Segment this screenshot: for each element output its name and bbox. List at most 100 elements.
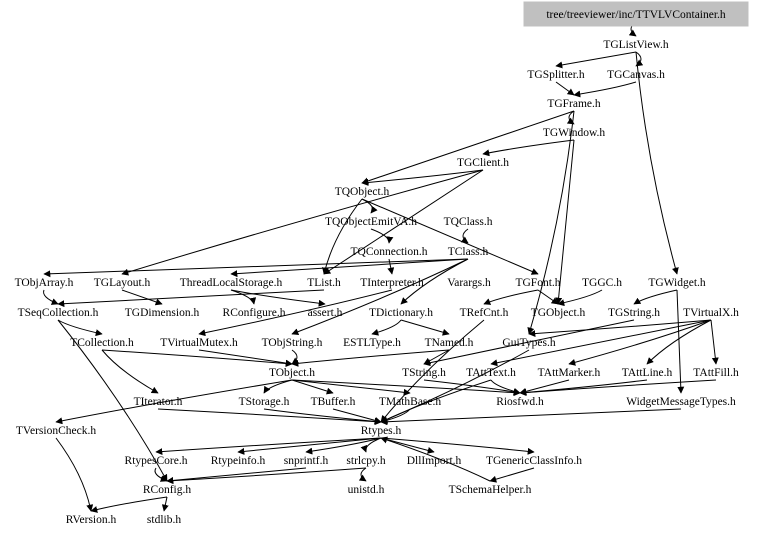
node-tnamed[interactable]: TNamed.h bbox=[425, 337, 474, 349]
edge-tgwidget-to-widgetmessagetypes bbox=[676, 289, 685, 394]
edge-tgclient-to-tqobject bbox=[361, 169, 484, 186]
node-varargs[interactable]: Varargs.h bbox=[447, 277, 491, 289]
node-tgwidget[interactable]: TGWidget.h bbox=[648, 277, 706, 289]
edge-tgframe-to-tqobject bbox=[361, 110, 575, 185]
edge-tgstring-to-tstring bbox=[423, 319, 635, 367]
node-tglistview[interactable]: TGListView.h bbox=[603, 39, 669, 51]
edge-tgfont-to-trefcnt bbox=[483, 289, 539, 305]
node-tqobject[interactable]: TQObject.h bbox=[335, 186, 390, 198]
edge-tschemahelper-to-rtypes bbox=[380, 436, 491, 482]
node-tclass[interactable]: TClass.h bbox=[448, 246, 489, 258]
node-tobjstring[interactable]: TObjString.h bbox=[262, 337, 323, 349]
node-tqconnection[interactable]: TQConnection.h bbox=[351, 246, 428, 258]
edge-tatttext-to-rtypes bbox=[380, 379, 492, 423]
node-tgclient[interactable]: TGClient.h bbox=[457, 157, 509, 169]
edge-strlcpy-to-unistd bbox=[358, 467, 367, 482]
node-tinterpreter[interactable]: TInterpreter.h bbox=[360, 277, 424, 289]
node-unistd[interactable]: unistd.h bbox=[348, 484, 385, 496]
node-tqclass[interactable]: TQClass.h bbox=[444, 216, 493, 228]
edge-tclass-to-tobjstring bbox=[291, 258, 469, 336]
node-root[interactable]: tree/treeviewer/inc/TTVLVContainer.h bbox=[546, 9, 726, 21]
edge-rtypes-to-rtypescore bbox=[155, 437, 382, 456]
node-tgcanvas[interactable]: TGCanvas.h bbox=[607, 69, 665, 81]
node-tobjarray[interactable]: TObjArray.h bbox=[15, 277, 74, 289]
node-tvirtualmutex[interactable]: TVirtualMutex.h bbox=[160, 337, 238, 349]
edge-rtypes-to-snprintf bbox=[305, 437, 382, 455]
edge-tgwindow-to-tgobject bbox=[555, 139, 575, 305]
node-titerator[interactable]: TIterator.h bbox=[134, 396, 183, 408]
node-tattmarker[interactable]: TAttMarker.h bbox=[538, 367, 601, 379]
node-tversioncheck[interactable]: TVersionCheck.h bbox=[16, 425, 96, 437]
node-tobject[interactable]: TObject.h bbox=[269, 367, 315, 379]
node-tggc[interactable]: TGGC.h bbox=[582, 277, 622, 289]
node-strlcpy[interactable]: strlcpy.h bbox=[346, 455, 385, 467]
node-widgetmessagetypes[interactable]: WidgetMessageTypes.h bbox=[626, 396, 736, 408]
edge-tglistview-to-tgwidget bbox=[635, 51, 679, 275]
edge-tnamed-to-tstring bbox=[423, 349, 450, 365]
edge-widgetmessagetypes-to-rtypes bbox=[380, 408, 682, 426]
node-estltype[interactable]: ESTLType.h bbox=[343, 337, 401, 349]
node-rtypescore[interactable]: RtypesCore.h bbox=[125, 455, 188, 467]
node-rtypeinfo[interactable]: Rtypeinfo.h bbox=[211, 455, 266, 467]
node-tgenericclassinfo[interactable]: TGenericClassInfo.h bbox=[486, 455, 582, 467]
edge-rconfig-to-stdlib bbox=[161, 496, 169, 512]
node-tstorage[interactable]: TStorage.h bbox=[239, 396, 290, 408]
node-trefcnt[interactable]: TRefCnt.h bbox=[460, 307, 509, 319]
node-rtypes[interactable]: Rtypes.h bbox=[361, 425, 402, 437]
edge-tvirtualx-to-tattmarker bbox=[568, 319, 712, 366]
node-assert[interactable]: assert.h bbox=[308, 307, 343, 319]
node-snprintf[interactable]: snprintf.h bbox=[284, 455, 329, 467]
node-tatttext[interactable]: TAttText.h bbox=[466, 367, 516, 379]
edge-tgclient-to-tlist bbox=[323, 169, 484, 275]
edge-rtypes-to-strlcpy bbox=[360, 437, 382, 453]
edge-tobjarray-to-tseqcollection bbox=[43, 289, 59, 305]
node-tmathbase[interactable]: TMathBase.h bbox=[379, 396, 442, 408]
edge-tglayout-to-tgdimension bbox=[121, 289, 163, 306]
node-tdictionary[interactable]: TDictionary.h bbox=[369, 307, 433, 319]
node-tgfont[interactable]: TGFont.h bbox=[515, 277, 560, 289]
node-tgobject[interactable]: TGObject.h bbox=[531, 307, 586, 319]
edge-tqobjectemitva-to-tqconnection bbox=[370, 228, 394, 244]
edge-tattline-to-riosfwd bbox=[519, 379, 648, 396]
node-tbuffer[interactable]: TBuffer.h bbox=[311, 396, 356, 408]
node-rconfig[interactable]: RConfig.h bbox=[143, 484, 191, 496]
node-tgwindow[interactable]: TGWindow.h bbox=[543, 127, 606, 139]
node-tvirtualx[interactable]: TVirtualX.h bbox=[683, 307, 739, 319]
edge-titerator-to-rtypes bbox=[157, 408, 382, 426]
edge-tbuffer-to-rtypes bbox=[332, 408, 382, 424]
edge-rtypes-to-tgenericclassinfo bbox=[380, 437, 535, 455]
edge-tdictionary-to-tnamed bbox=[400, 319, 450, 336]
node-tstring[interactable]: TString.h bbox=[402, 367, 446, 379]
edge-tinterpreter-to-tvirtualmutex bbox=[198, 289, 393, 337]
edge-snprintf-to-rconfig bbox=[166, 467, 307, 484]
edge-tversioncheck-to-rversion bbox=[55, 437, 94, 512]
header-nodes: tree/treeviewer/inc/TTVLVContainer.h TGL… bbox=[15, 9, 740, 526]
node-tseqcollection[interactable]: TSeqCollection.h bbox=[18, 307, 99, 319]
dependency-edges bbox=[43, 21, 719, 513]
node-rversion[interactable]: RVersion.h bbox=[66, 514, 117, 526]
edge-tobject-to-tversioncheck bbox=[55, 379, 293, 425]
node-tattline[interactable]: TAttLine.h bbox=[622, 367, 673, 379]
node-tattfill[interactable]: TAttFill.h bbox=[693, 367, 739, 379]
node-tgsplitter[interactable]: TGSplitter.h bbox=[527, 69, 584, 81]
node-tgdimension[interactable]: TGDimension.h bbox=[125, 307, 200, 319]
node-threadlocalstorage[interactable]: ThreadLocalStorage.h bbox=[180, 277, 283, 289]
node-stdlib[interactable]: stdlib.h bbox=[147, 514, 181, 526]
edge-tattfill-to-riosfwd bbox=[519, 379, 717, 397]
node-rconfigure[interactable]: RConfigure.h bbox=[223, 307, 286, 319]
node-tlist[interactable]: TList.h bbox=[307, 277, 341, 289]
node-tgstring[interactable]: TGString.h bbox=[608, 307, 660, 319]
node-dllimport[interactable]: DllImport.h bbox=[407, 455, 462, 467]
node-tcollection[interactable]: TCollection.h bbox=[70, 337, 134, 349]
node-riosfwd[interactable]: Riosfwd.h bbox=[496, 396, 544, 408]
node-tschemahelper[interactable]: TSchemaHelper.h bbox=[449, 484, 532, 496]
edge-tgframe-to-guitypes bbox=[527, 110, 575, 335]
edge-strlcpy-to-rconfig bbox=[166, 467, 367, 485]
node-guitypes[interactable]: GuiTypes.h bbox=[502, 337, 555, 349]
edge-tobject-to-tmathbase bbox=[291, 379, 411, 396]
node-tgframe[interactable]: TGFrame.h bbox=[547, 98, 601, 110]
edge-tgclient-to-tglayout bbox=[121, 169, 484, 276]
node-tqobjectemitva[interactable]: TQObjectEmitVA.h bbox=[325, 216, 417, 228]
edge-tvirtualx-to-guitypes bbox=[528, 319, 712, 338]
node-tglayout[interactable]: TGLayout.h bbox=[94, 277, 151, 289]
